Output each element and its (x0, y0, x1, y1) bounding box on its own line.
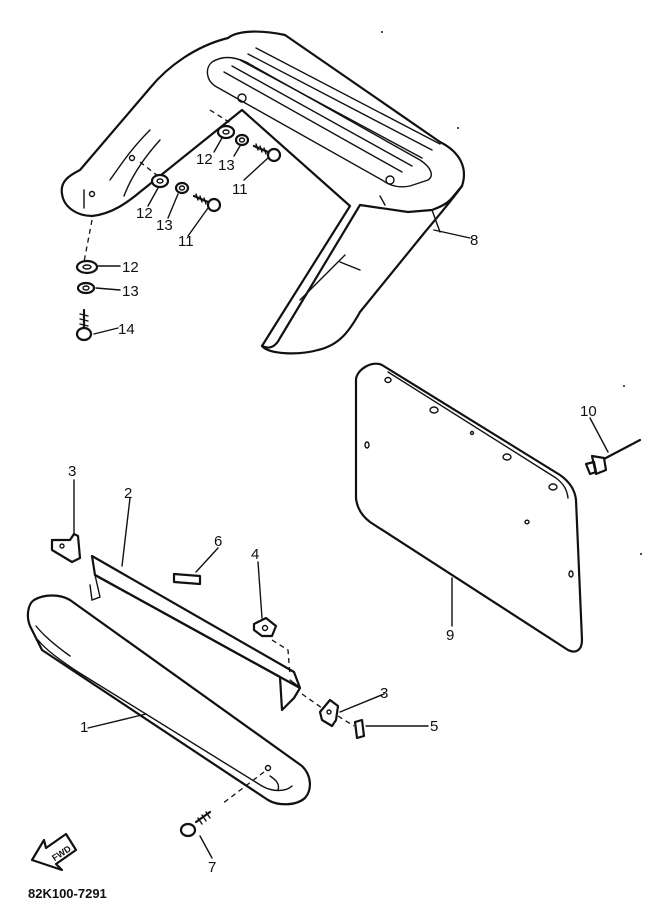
bolt-part-11 (252, 143, 282, 163)
callout-3: 3 (68, 463, 76, 480)
callout-11: 11 (178, 233, 194, 250)
callout-2: 2 (124, 485, 132, 502)
bolt-part-14 (75, 308, 93, 342)
callout-12: 12 (122, 259, 139, 276)
speck (623, 385, 625, 387)
grab-rail-part-8 (60, 30, 466, 355)
callout-11: 11 (232, 181, 248, 198)
panel-part-9 (354, 362, 584, 653)
bolt-part-11 (192, 193, 222, 213)
assembly-guide-line (337, 715, 355, 727)
callout-8: 8 (470, 232, 478, 249)
label-part-6 (172, 572, 202, 586)
drawing-code: 82K100-7291 (28, 886, 107, 901)
nut-part-4 (252, 616, 278, 638)
callout-7: 7 (208, 859, 216, 876)
pin-part-10 (584, 438, 642, 476)
speck (640, 553, 642, 555)
lock-washer-part-13 (234, 133, 250, 147)
callout-13: 13 (218, 157, 235, 174)
lock-washer-part-13 (76, 281, 96, 295)
assembly-guide-line (271, 639, 291, 677)
callout-14: 14 (118, 321, 135, 338)
clip-part-3 (318, 698, 340, 728)
callout-12: 12 (196, 151, 213, 168)
washer-part-12 (216, 124, 236, 140)
callout-4: 4 (251, 546, 259, 563)
callout-10: 10 (580, 403, 597, 420)
callout-13: 13 (122, 283, 139, 300)
assembly-guide-line (209, 109, 233, 125)
assembly-guide-line (301, 693, 323, 709)
callout-9: 9 (446, 627, 454, 644)
clip-part-5 (353, 718, 366, 740)
callout-3: 3 (380, 685, 388, 702)
leader-lines (73, 137, 609, 859)
callout-1: 1 (80, 719, 88, 736)
callout-13: 13 (156, 217, 173, 234)
assembly-guide-line (139, 161, 159, 177)
forward-arrow-icon: FWD (30, 832, 78, 872)
callout-5: 5 (430, 718, 438, 735)
reflector-part-1 (26, 594, 311, 806)
speck (381, 31, 383, 33)
callout-12: 12 (136, 205, 153, 222)
clip-part-3 (50, 532, 82, 564)
lock-washer-part-13 (174, 181, 190, 195)
screw-part-7 (179, 810, 212, 838)
speck (457, 127, 459, 129)
washer-part-12 (150, 173, 170, 189)
bracket-part-2 (89, 554, 302, 712)
callout-6: 6 (214, 533, 222, 550)
assembly-guide-line (83, 219, 93, 263)
washer-part-12 (75, 259, 99, 275)
